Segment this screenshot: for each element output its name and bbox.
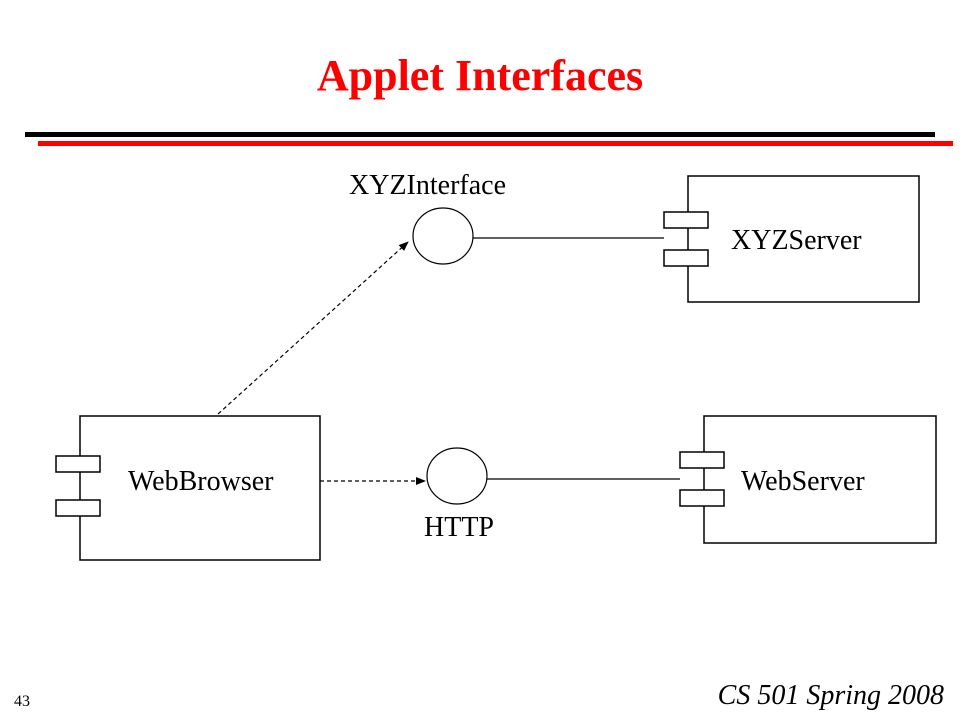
web-browser-port-bottom (55, 499, 101, 517)
http-interface-circle (426, 447, 488, 505)
course-footer: CS 501 Spring 2008 (717, 680, 944, 711)
xyz-server-label: XYZServer (731, 225, 862, 256)
browser-to-xyz-interface-dependency (217, 241, 409, 415)
title-divider-red (38, 141, 953, 146)
web-server-port-bottom (679, 489, 725, 507)
page-number: 43 (14, 693, 30, 710)
xyz-server-port-bottom (663, 249, 709, 267)
slide-title: Applet Interfaces (316, 51, 644, 100)
xyz-interface-circle (412, 207, 474, 265)
web-server-port-top (679, 451, 725, 469)
http-label: HTTP (424, 512, 494, 543)
web-browser-component (55, 415, 321, 561)
web-browser-label: WebBrowser (128, 466, 274, 497)
xyz-server-port-top (663, 211, 709, 229)
xyz-server-component (663, 175, 920, 303)
web-server-component (679, 415, 937, 544)
title-divider-black (25, 132, 935, 137)
web-browser-port-top (55, 455, 101, 473)
xyz-interface-label: XYZInterface (349, 170, 507, 201)
web-server-label: WebServer (741, 466, 865, 497)
